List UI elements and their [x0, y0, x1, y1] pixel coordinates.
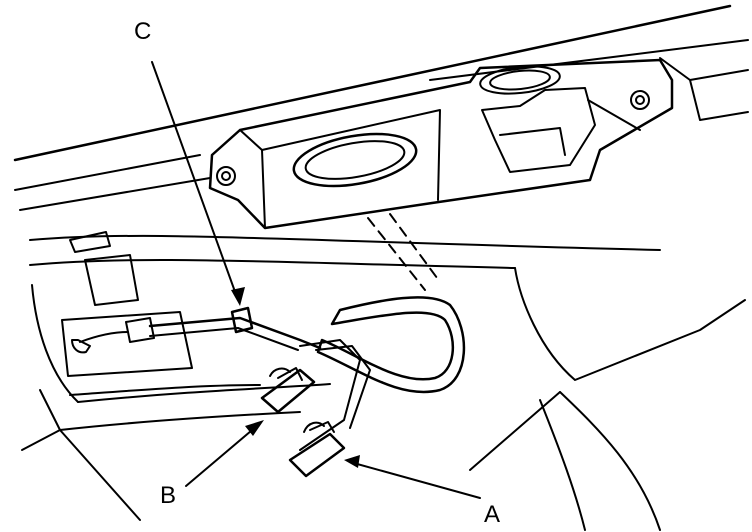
arrowhead-a — [344, 455, 360, 468]
hidden-harness-path — [367, 213, 441, 291]
leader-a — [349, 461, 481, 499]
body-panel-edges — [13, 4, 749, 269]
arrowheads — [231, 287, 360, 468]
panel-features — [61, 231, 193, 377]
arrowhead-b — [245, 420, 264, 436]
lower-panel — [21, 267, 746, 531]
leader-c — [151, 61, 239, 301]
callout-a: A — [484, 501, 501, 528]
arrowhead-c — [231, 287, 245, 306]
callout-c: C — [134, 18, 152, 45]
wire-harness — [71, 296, 466, 478]
mounting-bracket — [208, 58, 674, 230]
leader-b — [185, 424, 259, 487]
callout-b: B — [160, 482, 177, 509]
leader-lines — [151, 61, 481, 499]
